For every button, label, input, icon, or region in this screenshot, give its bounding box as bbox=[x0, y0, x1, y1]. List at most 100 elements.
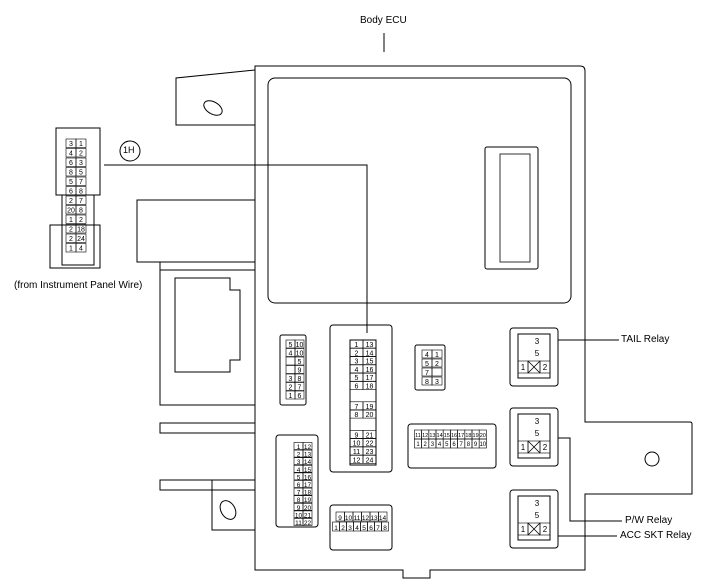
small-pin-label: 7 bbox=[425, 370, 429, 377]
1h-pin-label: 2 bbox=[69, 198, 73, 205]
bottom-center-connector bbox=[329, 504, 393, 551]
relay-pin-label: 1 bbox=[521, 363, 526, 372]
relay-pin-label: 2 bbox=[543, 363, 548, 372]
bottom-left-pin-cell bbox=[302, 464, 313, 473]
bottom-left-pin-cell bbox=[302, 457, 313, 466]
center-pin-cell bbox=[362, 401, 377, 411]
pw-relay-leader bbox=[558, 437, 622, 522]
bottom-left-pin-label: 1 bbox=[297, 444, 301, 451]
mount-hole-bottom bbox=[219, 500, 237, 520]
bottom-left-pin-label: 17 bbox=[304, 482, 312, 489]
right-wide-pin-cell bbox=[478, 438, 487, 449]
center-pin-label: 9 bbox=[355, 432, 359, 439]
right-wide-pin-label: 14 bbox=[437, 433, 443, 439]
right-wide-pin-label: 15 bbox=[444, 433, 450, 439]
small-pin-cell bbox=[431, 349, 443, 359]
bottom-center-pin-label: 9 bbox=[338, 515, 342, 522]
source-note: (from Instrument Panel Wire) bbox=[14, 280, 143, 291]
bottom-center-pin-cell bbox=[381, 521, 389, 532]
relay-pin-label: 3 bbox=[535, 337, 540, 346]
center-pin-label: 24 bbox=[366, 457, 374, 464]
small-pin-label: 4 bbox=[425, 352, 429, 359]
bottom-center-pin-label: 6 bbox=[369, 525, 373, 532]
bottom-left-pin-label: 14 bbox=[304, 459, 312, 466]
bottom-left-pin-label: 11 bbox=[295, 520, 302, 527]
relay-pin-label: 1 bbox=[521, 525, 526, 534]
left-pin-label: 6 bbox=[298, 393, 302, 400]
ecu-housing bbox=[254, 65, 693, 579]
bottom-left-pin-cell bbox=[302, 472, 313, 481]
bottom-left-pin-label: 18 bbox=[304, 490, 312, 497]
1h-pin-label: 2 bbox=[79, 217, 83, 224]
bottom-left-pin-cell bbox=[302, 518, 313, 526]
right-wide-pin-label: 7 bbox=[460, 442, 464, 448]
bottom-left-pin-label: 22 bbox=[304, 520, 312, 527]
center-pin-label: 16 bbox=[366, 367, 374, 374]
bottom-left-pin-label: 8 bbox=[297, 497, 301, 504]
body-ecu-title: Body ECU bbox=[360, 15, 407, 26]
1h-pin-label: 18 bbox=[77, 227, 85, 234]
left-pin-label: 2 bbox=[289, 385, 293, 392]
small-pin-label: 5 bbox=[425, 361, 429, 368]
left-pin-cell bbox=[294, 382, 305, 391]
left-pin-label: 9 bbox=[298, 368, 302, 375]
1h-pin-label: 2 bbox=[69, 236, 73, 243]
pw-relay-box bbox=[509, 407, 559, 467]
small-pin-cell bbox=[431, 358, 443, 368]
1h-pin-cell bbox=[75, 233, 87, 243]
right-wide-pin-label: 6 bbox=[452, 442, 456, 448]
relay-pin-label: 2 bbox=[543, 443, 548, 452]
relay-pin-cell bbox=[539, 522, 551, 536]
1h-pin-label: 2 bbox=[79, 151, 83, 158]
center-pin-label: 5 bbox=[355, 375, 359, 382]
center-pin-label: 20 bbox=[366, 412, 374, 419]
center-pin-cell bbox=[362, 409, 377, 419]
center-pin-label: 14 bbox=[366, 350, 374, 357]
small-pin-label: 8 bbox=[425, 379, 429, 386]
1h-pin-cell bbox=[75, 148, 87, 158]
bottom-left-pin-cell bbox=[302, 442, 313, 450]
panel-connector bbox=[484, 146, 539, 270]
relay-pin-label: 2 bbox=[543, 525, 548, 534]
small-pin-label: 1 bbox=[435, 352, 439, 359]
right-wide-pin-label: 20 bbox=[480, 433, 486, 439]
center-pin-cell bbox=[362, 364, 377, 374]
1h-pin-label: 8 bbox=[79, 189, 83, 196]
bottom-center-pin-label: 11 bbox=[354, 515, 361, 522]
bottom-left-pin-label: 10 bbox=[295, 512, 303, 519]
right-wide-pin-label: 8 bbox=[467, 442, 471, 448]
1h-pin-label: 1 bbox=[79, 141, 83, 148]
small-pin-cell bbox=[431, 376, 443, 386]
bottom-center-pin-label: 5 bbox=[362, 525, 366, 532]
center-pin-label: 13 bbox=[366, 342, 374, 349]
1h-pin-label: 3 bbox=[79, 160, 83, 167]
left-pin-cell bbox=[285, 356, 296, 366]
relay-pin-label: 1 bbox=[521, 443, 526, 452]
bottom-left-pin-label: 5 bbox=[297, 474, 301, 481]
center-pin-cell bbox=[362, 430, 377, 439]
small-pin-label: 2 bbox=[435, 361, 439, 368]
right-wide-pin-label: 17 bbox=[458, 433, 464, 439]
bottom-left-pin-label: 6 bbox=[297, 482, 301, 489]
center-pin-label: 7 bbox=[355, 404, 359, 411]
right-wide-pin-label: 9 bbox=[474, 442, 478, 448]
bottom-left-pin-cell bbox=[302, 495, 313, 504]
1h-pin-cell bbox=[75, 167, 87, 177]
center-pin-label: 22 bbox=[366, 441, 374, 448]
left-pin-label: 10 bbox=[296, 342, 304, 349]
1h-pin-cell bbox=[75, 243, 87, 253]
left-bracket bbox=[159, 422, 255, 491]
left-pin-cell bbox=[294, 365, 305, 374]
bottom-left-pin-cell bbox=[302, 487, 313, 496]
bottom-left-pin-label: 7 bbox=[297, 490, 301, 497]
center-pin-label: 21 bbox=[366, 432, 374, 439]
1h-pin-label: 5 bbox=[69, 179, 73, 186]
center-pin-label: 18 bbox=[366, 384, 374, 391]
center-pin-label: 1 bbox=[355, 342, 359, 349]
1h-pin-label: 24 bbox=[77, 236, 85, 243]
acc-skt-relay-box bbox=[509, 489, 559, 549]
right-wide-pin-label: 13 bbox=[429, 433, 435, 439]
center-pin-label: 12 bbox=[353, 457, 361, 464]
